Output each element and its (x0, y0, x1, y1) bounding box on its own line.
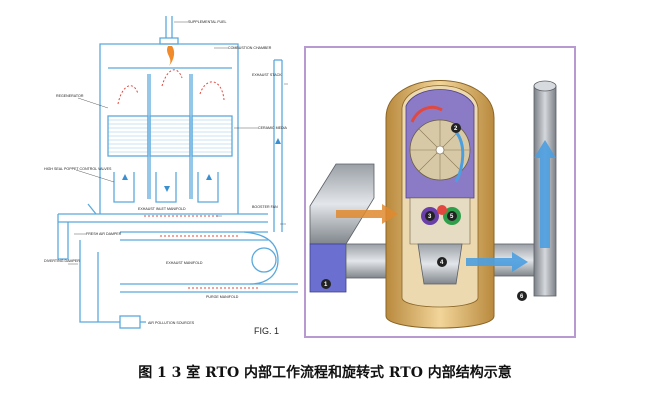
stack-flow-arrow (534, 140, 556, 248)
label-combustion-chamber: COMBUSTION CHAMBER (228, 46, 272, 50)
fig-label: FIG. 1 (254, 326, 279, 336)
rotary-rto-illustration: 1 2 3 4 5 6 (309, 80, 557, 329)
stack-flow-arrow (275, 138, 281, 144)
figure-caption: 图 1 3 室 RTO 内部工作流程和旋转式 RTO 内部结构示意 (138, 365, 512, 381)
label-exhaust-stack: EXHAUST STACK (252, 73, 282, 77)
flow-arrow-up-3 (206, 174, 212, 180)
label-supplemental-fuel: SUPPLEMENTAL FUEL (188, 20, 227, 24)
label-regenerator: REGENERATOR (56, 94, 84, 98)
flow-arrow-hot-1 (117, 85, 139, 105)
marker-2: 2 (454, 126, 458, 132)
rotary-rto-cutaway-panel: 1 2 3 4 5 6 (304, 46, 576, 338)
combustion-chamber-shell (99, 43, 239, 214)
label-fresh-air-damper: FRESH AIR DAMPER (86, 232, 122, 236)
inlet-flow-arrow (336, 204, 398, 224)
marker-5: 5 (450, 214, 454, 220)
label-purge-manifold: PURGE MANIFOLD (206, 295, 239, 299)
three-chamber-rto-schematic: SUPPLEMENTAL FUEL COMBUSTION CHAMBER EXH… (44, 16, 298, 336)
marker-3: 3 (428, 214, 432, 220)
marker-1: 1 (324, 282, 328, 288)
inlet-duct (309, 163, 375, 245)
flow-arrow-down-2 (164, 186, 170, 192)
flow-arrow-hot-2 (161, 69, 183, 87)
outlet-flow-arrow (466, 252, 528, 272)
burner-flame-icon (167, 46, 175, 66)
label-exhaust-manifold-upper: EXHAUST INLET MANIFOLD (138, 207, 186, 211)
hot-flow-arrow (410, 105, 443, 123)
label-air-pollution-sources: AIR POLLUTION SOURCES (148, 321, 195, 325)
label-diverting-damper: DIVERTING DAMPER (44, 259, 80, 263)
label-high-seal-valves: HIGH SEAL POPPET CONTROL VALVES (44, 167, 112, 171)
inlet-duct-face (309, 243, 347, 293)
marker-6: 6 (520, 294, 524, 300)
label-exhaust-manifold-lower: EXHAUST MANIFOLD (166, 261, 203, 265)
label-booster-fan: BOOSTER FAN (252, 205, 278, 209)
flow-arrow-up-1 (122, 174, 128, 180)
marker-4: 4 (440, 260, 444, 266)
flow-arrow-hot-3 (199, 81, 225, 101)
label-ceramic-media: CERAMIC MEDIA (258, 126, 288, 130)
